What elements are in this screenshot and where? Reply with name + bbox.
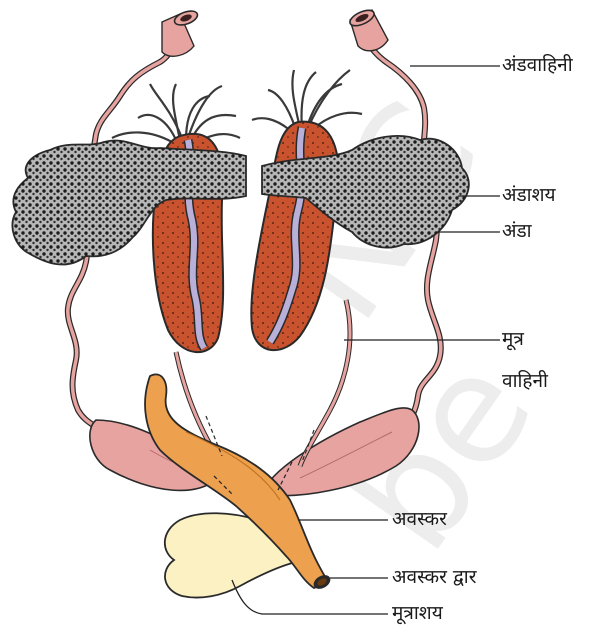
ureter-label-line2: वाहिनी: [502, 368, 548, 395]
urinary-bladder-label: मूत्राशय: [392, 600, 443, 627]
ovary-label: अंडाशय: [502, 182, 556, 209]
oviduct-label: अंडवाहिनी: [502, 52, 573, 79]
ureter-label-line1: मूत्र: [502, 326, 524, 353]
cloacal-aperture-label: अवस्कर द्वार: [392, 564, 477, 591]
cloaca-label: अवस्कर: [392, 506, 447, 533]
egg-label: अंडा: [502, 218, 532, 245]
left-fat-body: [112, 84, 240, 144]
